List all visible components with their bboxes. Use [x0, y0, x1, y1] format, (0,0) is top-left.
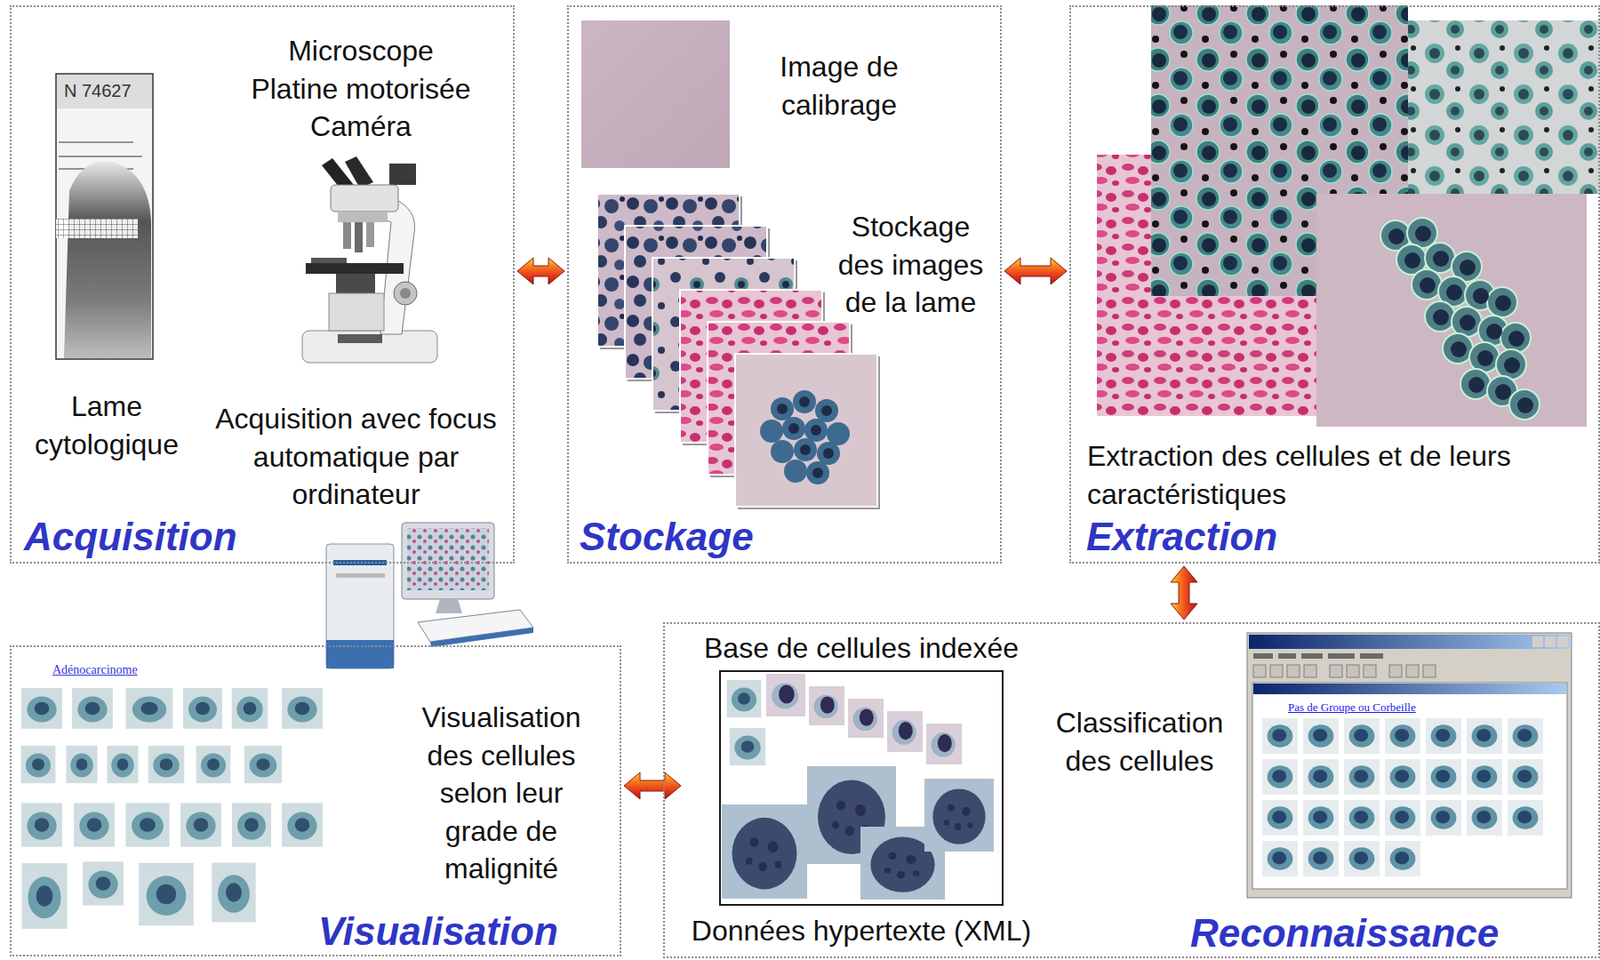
- step-description: Stockage des images de la lame: [832, 208, 989, 322]
- step-description: Extraction des cellules et de leurs cara…: [1087, 437, 1590, 513]
- slide-illustration: [56, 73, 153, 360]
- box-heading: Base de cellules indexée: [683, 629, 1040, 668]
- image-label: Image de calibrage: [768, 48, 911, 124]
- calibration-image: [581, 20, 730, 168]
- text-slot: Microscope Platine motorisée Caméra: [246, 32, 476, 146]
- text-slot: N 74627: [64, 80, 132, 102]
- stage-panel: Classification des cellulesReconnaissanc…: [663, 622, 1600, 959]
- microscope-illustration: [302, 156, 438, 363]
- text-slot: Base de cellules indexée: [683, 629, 1040, 668]
- stage-title: Stockage: [579, 515, 754, 559]
- image-frame: [719, 670, 1004, 906]
- text-slot: Pas de Groupe ou Corbeille: [1288, 700, 1416, 715]
- text-slot: Acquisition avec focus automatique par o…: [202, 400, 510, 514]
- stage-title: Acquisition: [24, 515, 238, 559]
- text-slot: Classification des cellules: [1050, 704, 1229, 780]
- slide-label: Lame cytologique: [22, 387, 192, 464]
- double-arrow: [624, 772, 681, 800]
- software-window: [1247, 632, 1572, 898]
- database-box: Base de cellules indexéeDonnées hypertex…: [683, 629, 1045, 955]
- category-link: Adénocarcinome: [52, 663, 138, 679]
- text-slot: Extraction des cellules et de leurs cara…: [1087, 437, 1590, 513]
- text-slot: Visualisation des cellules selon leur gr…: [412, 698, 591, 888]
- text-slot: Lame cytologique: [22, 387, 192, 464]
- stage-title: Extraction: [1086, 515, 1278, 559]
- device-label: Microscope Platine motorisée Caméra: [246, 32, 476, 146]
- text-slot: Acquisition: [24, 515, 238, 559]
- text-slot: Données hypertexte (XML): [683, 912, 1040, 951]
- slide-image-stack: [597, 193, 880, 510]
- group-link: Pas de Groupe ou Corbeille: [1288, 700, 1416, 715]
- step-description: Classification des cellules: [1050, 704, 1229, 780]
- text-slot: Extraction: [1086, 515, 1278, 559]
- text-slot: Visualisation: [318, 910, 559, 953]
- text-slot: Stockage des images de la lame: [832, 208, 989, 322]
- stage-title: Visualisation: [318, 910, 559, 953]
- text-slot: Adénocarcinome: [52, 663, 138, 679]
- text-slot: Stockage: [579, 515, 754, 559]
- stage-panel: Extraction des cellules et de leurs cara…: [1069, 5, 1600, 564]
- double-arrow: [517, 257, 565, 285]
- slide-number: N 74627: [64, 80, 132, 102]
- step-description: Acquisition avec focus automatique par o…: [202, 400, 510, 514]
- stage-title: Reconnaissance: [1190, 912, 1499, 955]
- step-description: Visualisation des cellules selon leur gr…: [412, 698, 591, 888]
- double-arrow: [1004, 257, 1067, 285]
- cell-thumbnails: [18, 685, 326, 934]
- software-window-box: Pas de Groupe ou Corbeille: [1248, 634, 1574, 900]
- stage-panel: AdénocarcinomeVisualisation des cellules…: [9, 645, 622, 957]
- double-arrow: [1170, 566, 1198, 620]
- box-caption: Données hypertexte (XML): [683, 912, 1040, 951]
- stage-panel: Image de calibrageStockage des images de…: [567, 5, 1002, 564]
- cell-database-images: [721, 673, 994, 900]
- text-slot: Reconnaissance: [1190, 912, 1499, 955]
- extraction-images: [1096, 5, 1600, 427]
- text-slot: Image de calibrage: [768, 48, 911, 124]
